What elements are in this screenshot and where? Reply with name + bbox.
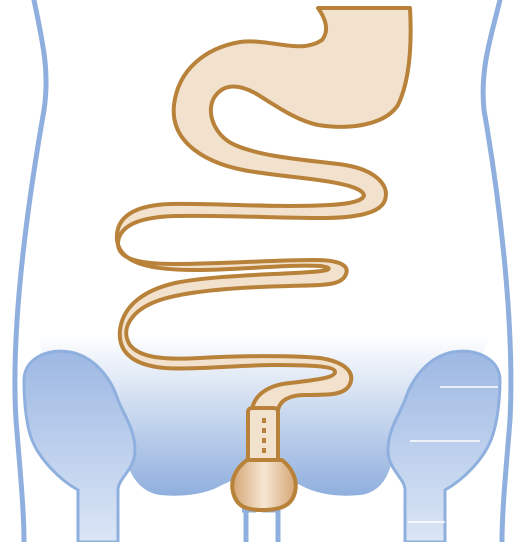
ileostomy-tube [248, 408, 278, 466]
stoma-pouch [232, 460, 296, 510]
body-outline-right [483, 0, 511, 542]
body-outline-left [15, 0, 46, 542]
